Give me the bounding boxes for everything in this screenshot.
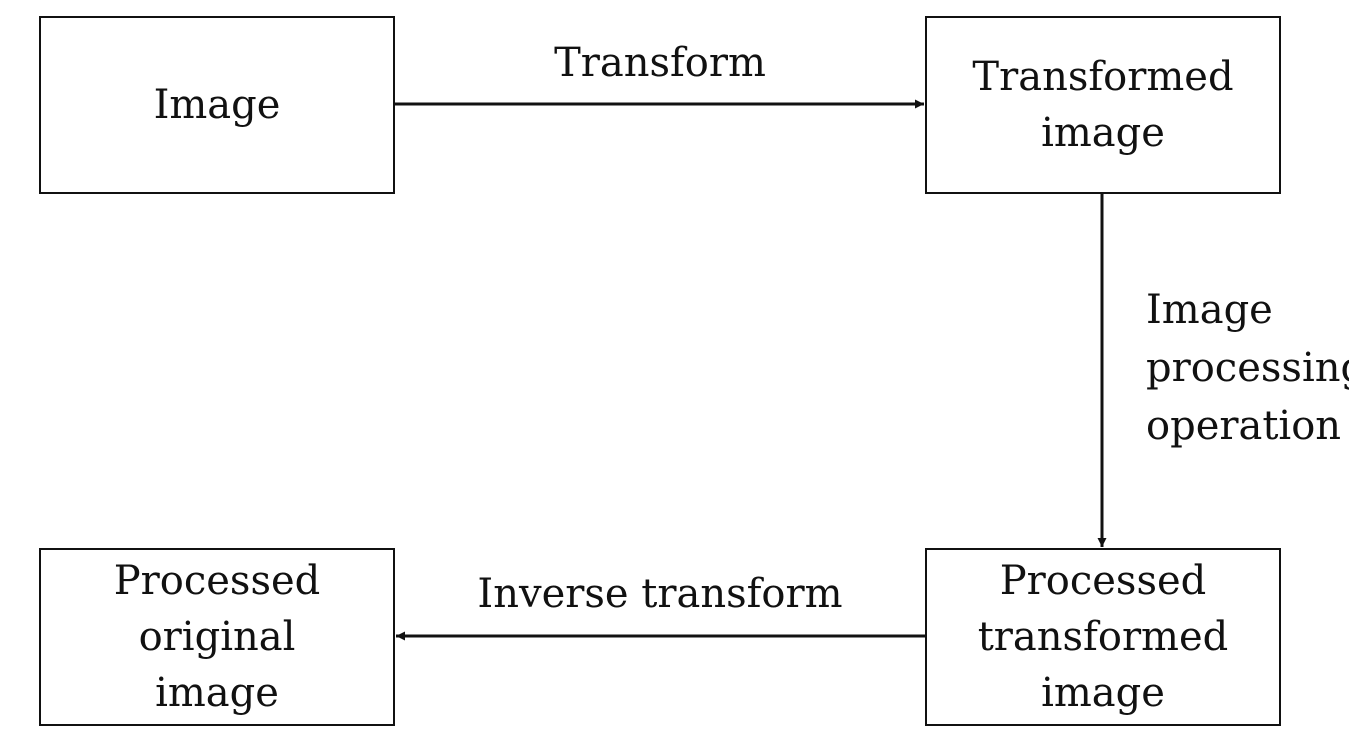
- processing-edge-label: Image processing operation: [1146, 281, 1349, 455]
- processed-transformed-label-line-2: transformed: [977, 614, 1229, 660]
- inverse-transform-edge-label: Inverse transform: [477, 571, 843, 617]
- transformed-image-label-line-2: image: [1041, 110, 1165, 156]
- transformed-image-box: Transformed image: [925, 16, 1281, 194]
- processed-transformed-label-line-3: image: [1041, 670, 1165, 716]
- processed-original-label-line-2: original: [138, 614, 296, 660]
- processing-edge-label-line-1: Image: [1146, 287, 1273, 333]
- transformed-image-label-line-1: Transformed: [972, 54, 1234, 100]
- processed-original-label-line-3: image: [155, 670, 279, 716]
- transform-edge-label: Transform: [554, 40, 766, 86]
- processing-edge-label-line-3: operation: [1146, 403, 1342, 449]
- processed-transformed-image-box: Processed transformed image: [925, 548, 1281, 726]
- processed-original-image-box: Processed original image: [39, 548, 395, 726]
- image-box: Image: [39, 16, 395, 194]
- processed-original-label-line-1: Processed: [113, 558, 321, 604]
- image-box-label: Image: [153, 82, 281, 128]
- processed-transformed-label-line-1: Processed: [999, 558, 1207, 604]
- processing-edge-label-line-2: processing: [1146, 345, 1349, 391]
